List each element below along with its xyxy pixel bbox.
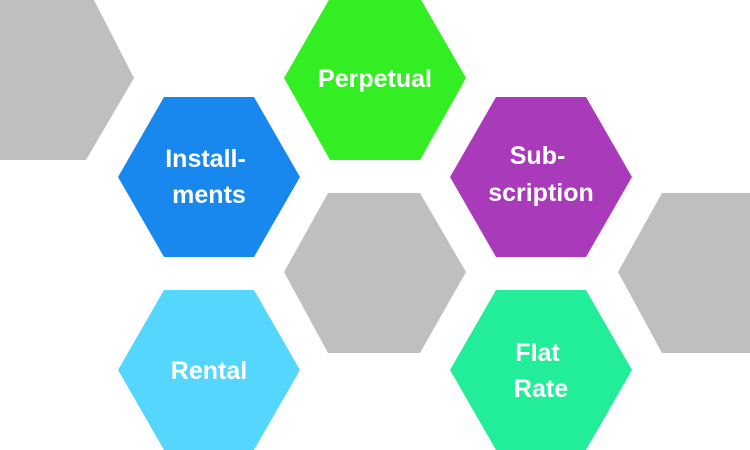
- hexagon-subscription-label: Sub- scription: [488, 142, 594, 207]
- hexagon-installments-label-line-2: ments: [172, 181, 246, 209]
- hexagon-subscription-shape: [450, 97, 632, 257]
- hexagon-subscription: Sub- scription: [450, 97, 632, 257]
- hexagon-perpetual-label: Perpetual: [318, 65, 432, 93]
- hexagon-installments-label: Install- ments: [165, 145, 253, 209]
- hexagon-perpetual: Perpetual: [284, 0, 466, 160]
- hexagon-subscription-label-line-2: scription: [488, 179, 594, 207]
- filler-hexagon-right: [618, 193, 750, 353]
- hexagon-flat-rate-shape: [450, 290, 632, 450]
- hexagon-rental-shape: [118, 290, 300, 450]
- hexagon-subscription-label-line-1: Sub-: [510, 142, 566, 170]
- hexagon-installments: Install- ments: [118, 97, 300, 257]
- hexagon-rental: Rental: [118, 290, 300, 450]
- filler-hexagon-center: [284, 193, 466, 353]
- hexagon-rental-label: Rental: [171, 357, 247, 385]
- filler-hexagon-top-left: [0, 0, 134, 160]
- hexagon-flat-rate-label-line-2: Rate: [514, 375, 568, 403]
- hexagon-flat-rate-label: Flat Rate: [514, 339, 568, 403]
- hexagon-flat-rate: Flat Rate: [450, 290, 632, 450]
- hexagon-perpetual-shape: [284, 0, 466, 160]
- hexagon-perpetual-label-line-1: Perpetual: [318, 65, 432, 93]
- hexagon-rental-label-line-1: Rental: [171, 357, 247, 385]
- hexagon-installments-label-line-1: Install-: [165, 145, 246, 173]
- hexagon-flat-rate-label-line-1: Flat: [515, 339, 560, 367]
- hexagon-installments-shape: [118, 97, 300, 257]
